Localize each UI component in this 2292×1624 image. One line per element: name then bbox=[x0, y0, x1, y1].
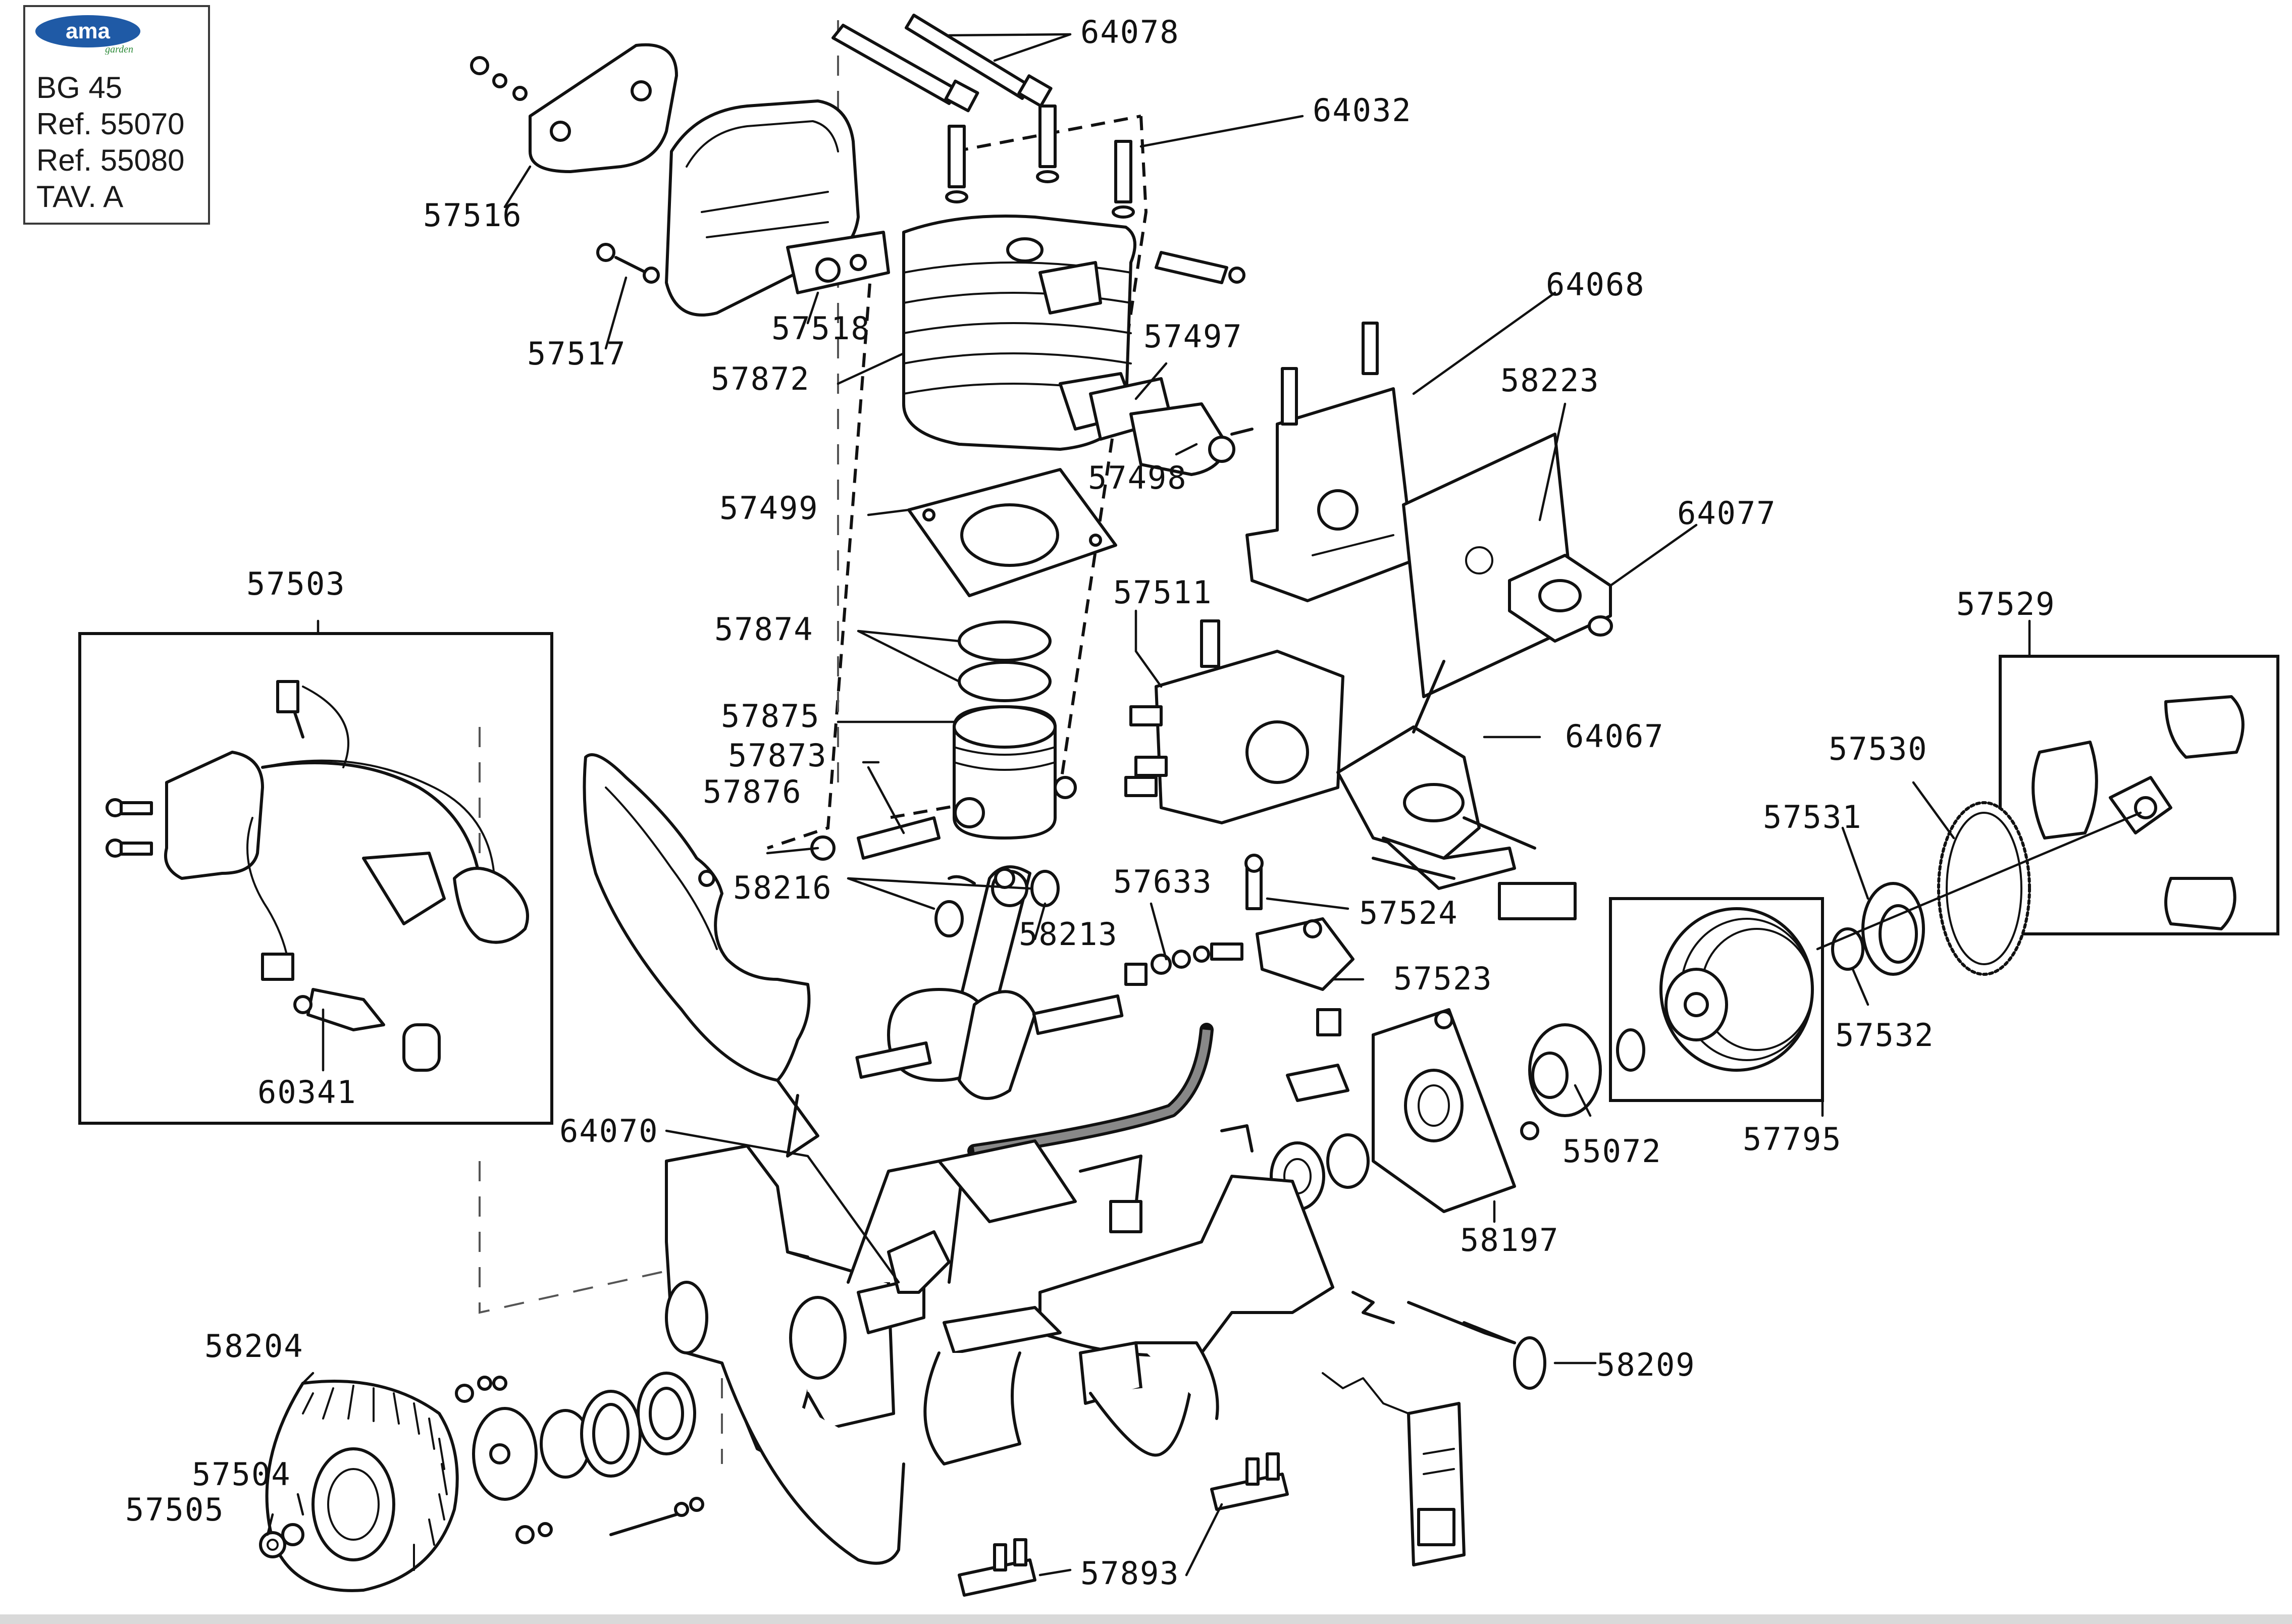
part-58197-plate bbox=[1372, 1008, 1539, 1213]
callout-58216: 58216 bbox=[733, 869, 832, 906]
callout-57511: 57511 bbox=[1113, 574, 1213, 611]
logo-subtext: garden bbox=[105, 44, 133, 55]
part-57893-mounts bbox=[958, 1452, 1289, 1597]
callout-64077: 64077 bbox=[1677, 495, 1777, 532]
callout-57795: 57795 bbox=[1743, 1121, 1842, 1158]
callout-58209: 58209 bbox=[1596, 1346, 1696, 1383]
reference-1: Ref. 55070 bbox=[36, 107, 185, 141]
callout-64078: 64078 bbox=[1080, 14, 1180, 50]
clutch-axis bbox=[1816, 811, 2142, 951]
callout-57499: 57499 bbox=[719, 490, 819, 527]
callout-57532: 57532 bbox=[1835, 1017, 1935, 1054]
callout-58223: 58223 bbox=[1500, 362, 1600, 399]
model-name: BG 45 bbox=[36, 71, 123, 104]
callout-58204: 58204 bbox=[204, 1328, 304, 1365]
callout-64068: 64068 bbox=[1546, 266, 1645, 303]
part-57503-ignition-coil bbox=[106, 680, 529, 981]
part-57499-gasket bbox=[907, 468, 1117, 597]
part-crankcase-lower bbox=[923, 1139, 1334, 1465]
part-57531-washer bbox=[1861, 882, 1925, 976]
callout-57530: 57530 bbox=[1829, 730, 1928, 767]
callout-labels: 64078 64032 57516 57517 57518 57872 5749… bbox=[125, 14, 2056, 1592]
part-64068-cover bbox=[1245, 322, 1415, 602]
part-cylinder-bolts bbox=[945, 104, 1135, 219]
part-57497-intake bbox=[1059, 372, 1254, 476]
alignment-dash-ignition bbox=[479, 727, 707, 1314]
part-64078-bolts bbox=[831, 14, 1053, 113]
part-gasket-tail bbox=[776, 1079, 819, 1158]
ama-garden-logo: ama garden bbox=[35, 15, 140, 55]
part-57504-washer bbox=[281, 1523, 304, 1546]
title-block: ama garden BG 45 Ref. 55070 Ref. 55080 T… bbox=[23, 5, 210, 225]
part-57795-drum bbox=[1659, 907, 1814, 1072]
callout-57872: 57872 bbox=[711, 360, 810, 397]
alignment-dash-left bbox=[767, 237, 875, 850]
callout-64070: 64070 bbox=[559, 1113, 659, 1149]
callout-57524: 57524 bbox=[1359, 895, 1458, 931]
part-58204-flywheel bbox=[265, 1380, 459, 1592]
part-57516-plate bbox=[470, 43, 678, 173]
callout-57893: 57893 bbox=[1080, 1555, 1180, 1592]
callout-64032: 64032 bbox=[1313, 92, 1412, 129]
alignment-dash-right bbox=[888, 116, 1148, 819]
callout-57504: 57504 bbox=[192, 1456, 291, 1493]
part-58213-crankshaft bbox=[855, 865, 1124, 1100]
callout-57516: 57516 bbox=[423, 197, 523, 234]
part-57873-piston-pin bbox=[810, 776, 1077, 861]
part-64070-crankcase bbox=[665, 1144, 966, 1565]
callout-60341: 60341 bbox=[257, 1074, 357, 1111]
callout-57505: 57505 bbox=[125, 1491, 225, 1528]
part-57529-clutch bbox=[2031, 695, 2245, 930]
reference-2: Ref. 55080 bbox=[36, 143, 185, 177]
page-bottom-edge bbox=[0, 1614, 2292, 1624]
callout-57873: 57873 bbox=[728, 737, 827, 774]
part-57517-screw bbox=[596, 243, 660, 284]
callout-57518: 57518 bbox=[771, 310, 871, 347]
part-57875-piston bbox=[953, 705, 1057, 840]
part-57511-carburetor bbox=[1124, 619, 1344, 824]
callout-58213: 58213 bbox=[1019, 916, 1118, 953]
logo-text: ama bbox=[66, 19, 111, 43]
part-57523-pump bbox=[1256, 917, 1355, 1102]
part-57524-screw bbox=[1244, 854, 1264, 910]
part-58209-pin bbox=[1351, 1291, 1546, 1390]
part-60341-switch bbox=[293, 988, 441, 1072]
part-57505-nut bbox=[259, 1531, 286, 1558]
callout-57876: 57876 bbox=[703, 773, 802, 810]
box-57795 bbox=[1609, 897, 1824, 1102]
leader-lines bbox=[266, 33, 2031, 1577]
callout-57503: 57503 bbox=[246, 565, 346, 602]
part-57518-bracket bbox=[786, 231, 890, 294]
callout-57531: 57531 bbox=[1763, 799, 1862, 835]
part-55072-washer bbox=[1528, 1023, 1645, 1117]
callout-58197: 58197 bbox=[1460, 1222, 1559, 1259]
callout-57874: 57874 bbox=[714, 611, 814, 648]
part-spark-plug bbox=[1155, 251, 1245, 284]
callout-57633: 57633 bbox=[1113, 863, 1213, 900]
callout-57517: 57517 bbox=[527, 335, 627, 372]
callout-57523: 57523 bbox=[1393, 960, 1493, 997]
callout-57875: 57875 bbox=[721, 698, 820, 735]
table-label: TAV. A bbox=[36, 180, 124, 214]
callout-64067: 64067 bbox=[1565, 718, 1664, 755]
box-57529 bbox=[1999, 655, 2279, 935]
callout-57497: 57497 bbox=[1143, 318, 1243, 355]
part-57874-piston-rings bbox=[958, 620, 1052, 702]
part-57532-bearing bbox=[1831, 927, 1864, 971]
part-64067-intake-boot bbox=[1336, 660, 1577, 920]
callout-57529: 57529 bbox=[1956, 586, 2056, 622]
part-crank-bearings bbox=[1220, 1124, 1370, 1211]
callout-57498: 57498 bbox=[1088, 459, 1187, 496]
callout-55072: 55072 bbox=[1562, 1133, 1662, 1170]
part-57530-rim-sprocket bbox=[1937, 801, 2031, 976]
part-handle-grip bbox=[887, 1230, 951, 1294]
part-64077-flange bbox=[1508, 554, 1613, 643]
part-58216-gasket bbox=[583, 753, 811, 1082]
part-57633-fittings bbox=[1124, 942, 1243, 986]
part-flywheel-stack bbox=[455, 1372, 704, 1544]
part-chain-guard bbox=[1322, 1372, 1466, 1566]
box-57503 bbox=[78, 632, 553, 1125]
